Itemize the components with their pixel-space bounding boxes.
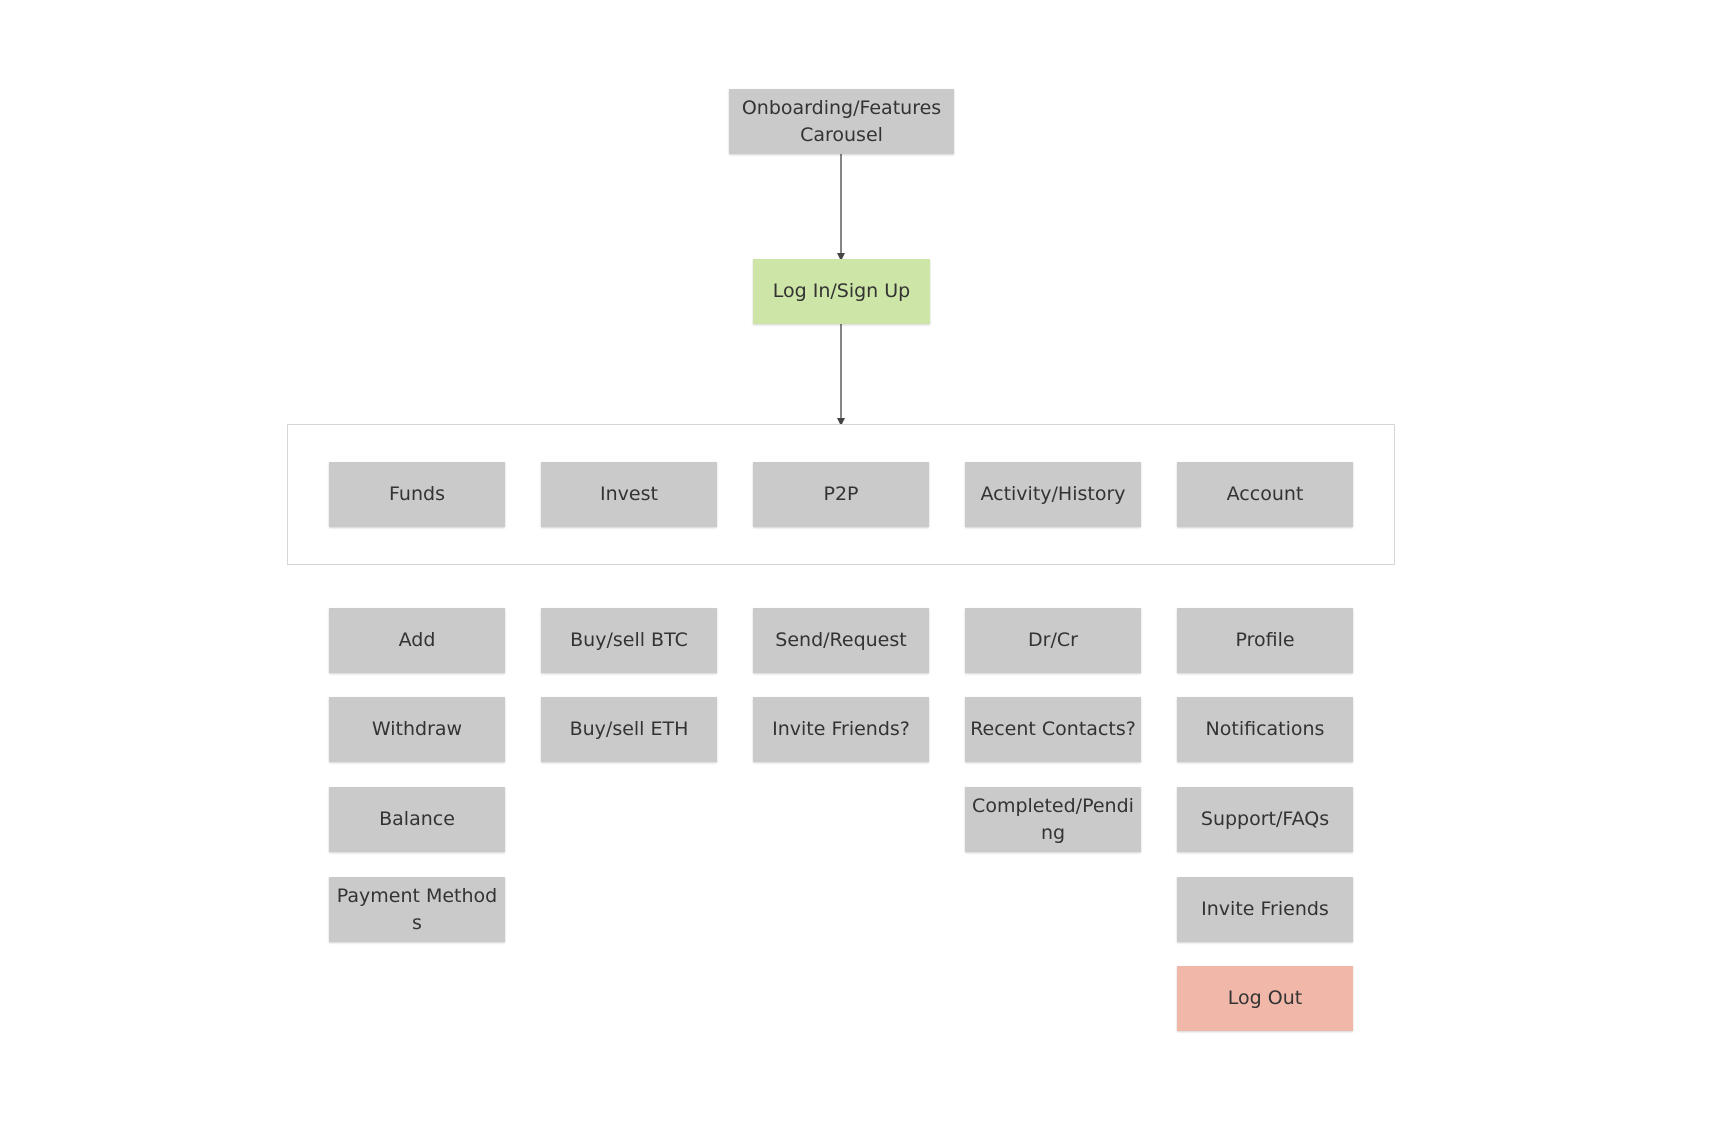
funds-withdraw-node: Withdraw xyxy=(329,697,505,762)
nav-invest-node: Invest xyxy=(541,462,717,527)
invest-buy-sell-eth-node: Buy/sell ETH xyxy=(541,697,717,762)
account-log-out-node: Log Out xyxy=(1177,966,1353,1031)
activity-recent-contacts-node: Recent Contacts? xyxy=(965,697,1141,762)
funds-balance-node: Balance xyxy=(329,787,505,852)
account-support-faqs-node: Support/FAQs xyxy=(1177,787,1353,852)
activity-dr-cr-node: Dr/Cr xyxy=(965,608,1141,673)
nav-activity-history-node: Activity/History xyxy=(965,462,1141,527)
account-profile-node: Profile xyxy=(1177,608,1353,673)
p2p-invite-friends-node: Invite Friends? xyxy=(753,697,929,762)
p2p-send-request-node: Send/Request xyxy=(753,608,929,673)
activity-completed-pending-node: Completed/Pending xyxy=(965,787,1141,852)
invest-buy-sell-btc-node: Buy/sell BTC xyxy=(541,608,717,673)
account-notifications-node: Notifications xyxy=(1177,697,1353,762)
account-invite-friends-node: Invite Friends xyxy=(1177,877,1353,942)
nav-funds-node: Funds xyxy=(329,462,505,527)
login-signup-node: Log In/Sign Up xyxy=(753,259,930,324)
onboarding-carousel-node: Onboarding/Features Carousel xyxy=(729,89,954,154)
funds-add-node: Add xyxy=(329,608,505,673)
nav-p2p-node: P2P xyxy=(753,462,929,527)
funds-payment-methods-node: Payment Methods xyxy=(329,877,505,942)
nav-account-node: Account xyxy=(1177,462,1353,527)
